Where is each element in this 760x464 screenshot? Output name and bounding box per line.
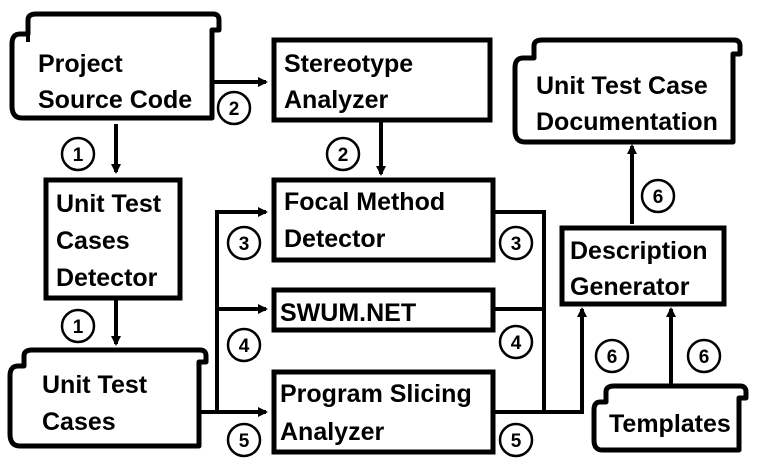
step-number: 3 — [511, 234, 522, 255]
step-number: 5 — [239, 431, 250, 452]
step-number: 6 — [699, 347, 710, 368]
node-label-line: Description — [570, 237, 708, 265]
edge-collector-trunk — [493, 210, 546, 412]
unit-test-cases-node: Unit Test Cases — [7, 347, 209, 449]
swum-net-node: SWUM.NET — [271, 287, 496, 333]
node-label-line: Focal Method — [284, 188, 445, 216]
templates-node: Templates — [591, 383, 749, 453]
focal-method-detector-node: Focal Method Detector — [271, 177, 496, 263]
step-number: 4 — [239, 336, 250, 357]
step-number: 1 — [73, 145, 84, 166]
node-label-line: Cases — [56, 227, 130, 255]
node-label-line: Unit Test — [56, 190, 162, 218]
node-label-line: Detector — [284, 225, 386, 253]
step-badge-3: 3 — [498, 225, 534, 261]
node-label-line: SWUM.NET — [280, 299, 416, 327]
step-badge-1: 1 — [60, 136, 96, 172]
program-slicing-analyzer-node: Program Slicing Analyzer — [271, 369, 496, 455]
node-label-line: Documentation — [536, 108, 718, 136]
node-label-line: Analyzer — [284, 86, 388, 114]
node-label-line: Templates — [609, 410, 731, 438]
node-label-line: Analyzer — [280, 418, 384, 446]
edge-trunk-to-description — [493, 307, 587, 414]
description-generator-node: Description Generator — [559, 225, 727, 307]
node-label-line: Unit Test — [42, 371, 148, 399]
step-badge-4: 4 — [498, 324, 534, 360]
step-number: 1 — [73, 317, 84, 338]
node-label-line: Stereotype — [284, 50, 413, 78]
step-badge-6: 6 — [594, 338, 630, 374]
step-badge-3: 3 — [226, 225, 262, 261]
step-badge-2: 2 — [325, 136, 361, 172]
node-label-line: Detector — [56, 264, 158, 292]
unit-test-case-documentation-node: Unit Test Case Documentation — [512, 37, 743, 145]
node-label-line: Cases — [42, 408, 116, 436]
node-label-line: Generator — [570, 273, 690, 301]
step-number: 5 — [511, 431, 522, 452]
step-number: 3 — [239, 234, 250, 255]
step-number: 6 — [653, 187, 664, 208]
step-badge-2: 2 — [216, 90, 252, 126]
project-source-code-node: Project Source Code — [9, 11, 222, 121]
step-badge-1: 1 — [60, 308, 96, 344]
step-badge-5: 5 — [226, 422, 262, 458]
stereotype-analyzer-node: Stereotype Analyzer — [271, 37, 493, 123]
step-number: 6 — [607, 347, 618, 368]
step-number: 2 — [229, 99, 240, 120]
step-badge-5: 5 — [498, 422, 534, 458]
step-number: 4 — [511, 333, 522, 354]
unit-test-cases-detector-node: Unit Test Cases Detector — [43, 177, 183, 301]
node-label-line: Project — [38, 50, 123, 78]
step-badge-4: 4 — [226, 327, 262, 363]
step-badge-6: 6 — [686, 338, 722, 374]
edge-cases-to-focal — [196, 207, 268, 414]
node-label-line: Unit Test Case — [536, 72, 708, 100]
node-label-line: Source Code — [38, 86, 192, 114]
node-label-line: Program Slicing — [280, 380, 472, 408]
step-number: 2 — [338, 145, 349, 166]
step-badge-6: 6 — [640, 178, 676, 214]
